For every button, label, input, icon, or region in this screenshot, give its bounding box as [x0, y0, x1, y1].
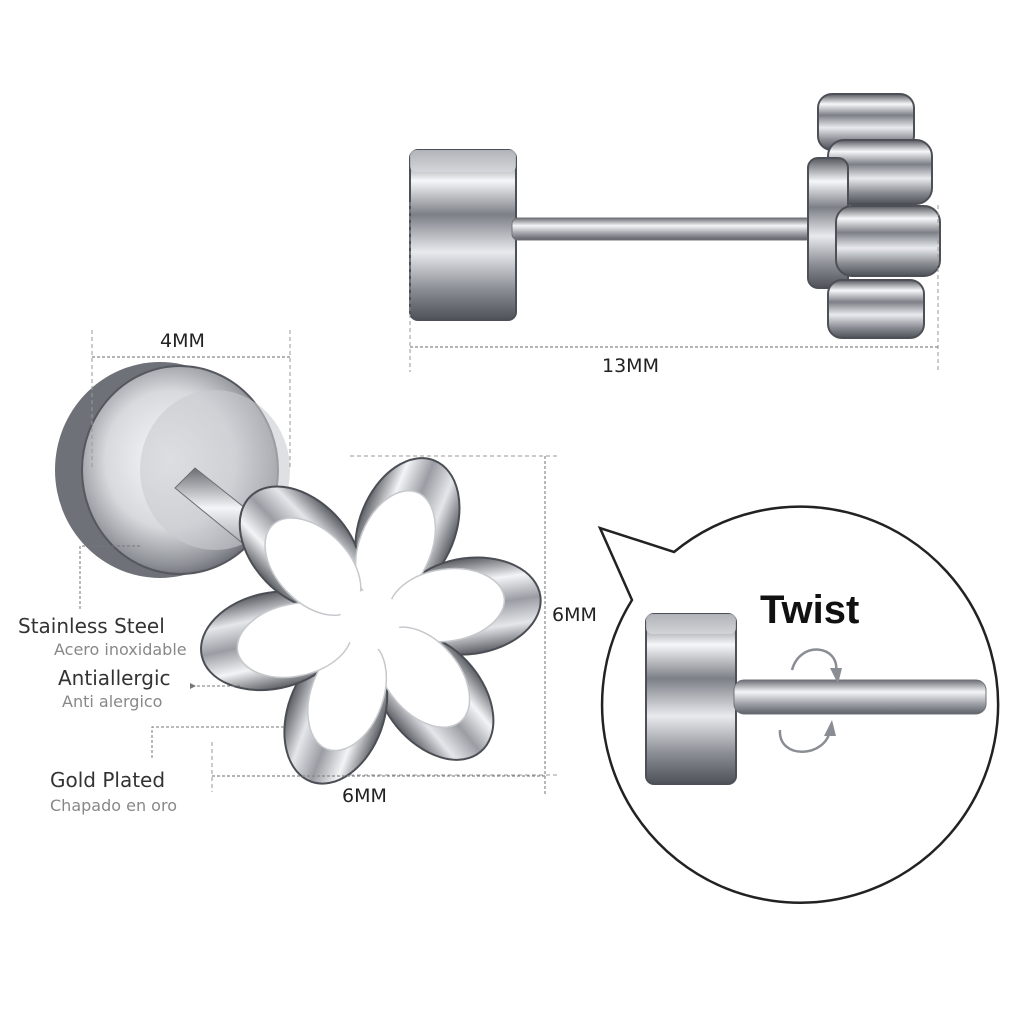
flower-width-label: 6MM: [342, 785, 387, 807]
flower-side-profile: [807, 93, 941, 339]
back-diameter-label: 4MM: [160, 330, 205, 352]
flower-front: [200, 457, 542, 785]
twist-title: Twist: [760, 588, 860, 632]
twist-callout: [597, 505, 1000, 904]
length-dimension-label: 13MM: [602, 355, 659, 377]
twist-arrows-icon: [778, 648, 842, 753]
flower-height-label: 6MM: [552, 604, 597, 626]
feature-gold-plated: Gold Plated: [50, 768, 166, 792]
feature-antiallergic-es: Anti alergico: [62, 692, 163, 711]
feature-antiallergic: Antiallergic: [58, 666, 171, 690]
side-view-earring: [409, 93, 941, 372]
feature-gold-plated-es: Chapado en oro: [50, 796, 177, 815]
feature-stainless-steel-es: Acero inoxidable: [54, 640, 187, 659]
front-view-earring: [55, 330, 560, 795]
feature-stainless-steel: Stainless Steel: [18, 614, 165, 638]
